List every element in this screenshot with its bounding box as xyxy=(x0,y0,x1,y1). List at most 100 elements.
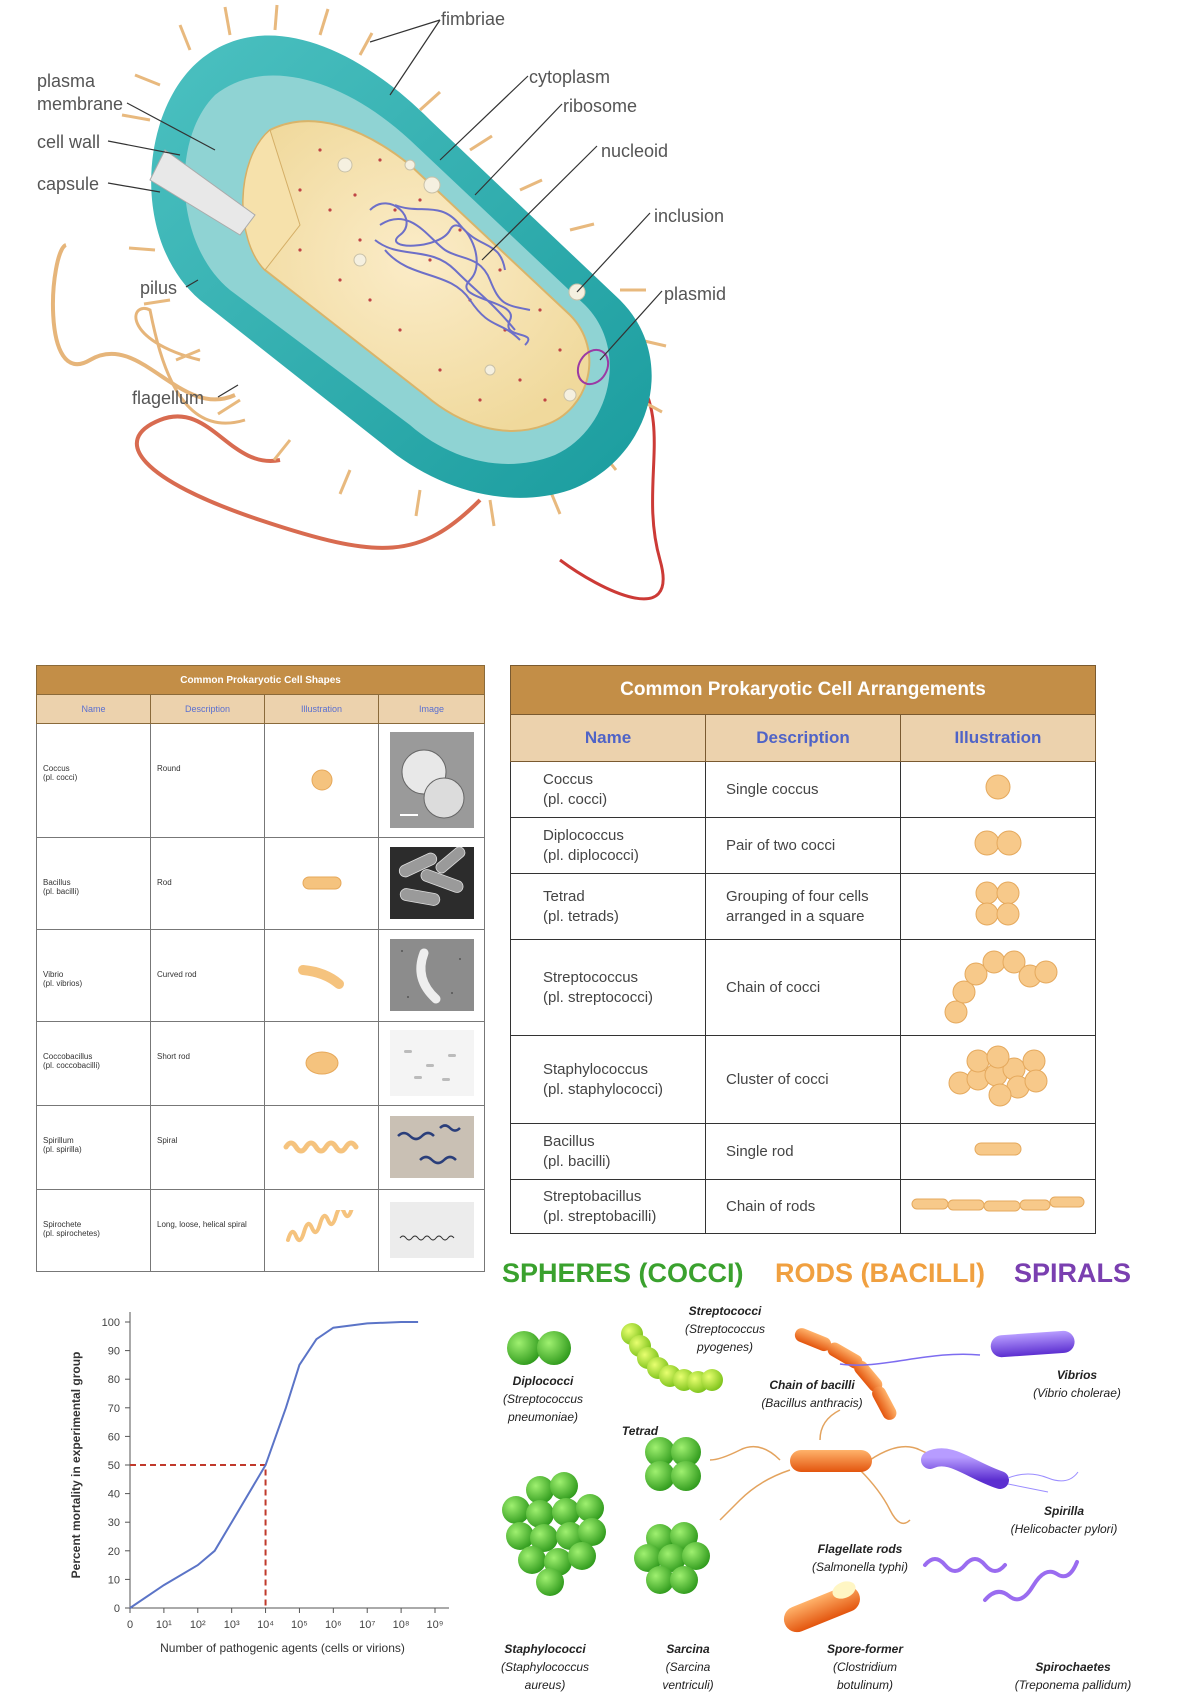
staphylococci-art xyxy=(502,1472,606,1596)
shape-name-cell: Coccus(pl. cocci) xyxy=(36,723,151,838)
shape-micrograph xyxy=(377,723,486,838)
y-tick-label: 100 xyxy=(102,1317,120,1329)
coccus-cell xyxy=(985,774,1011,799)
y-tick-label: 0 xyxy=(114,1603,120,1615)
fimbriae-spikes xyxy=(121,4,667,527)
flagellate-rods-species: (Salmonella typhi) xyxy=(811,1560,909,1574)
diplococci-art xyxy=(507,1331,571,1365)
header-cocci: SPHERES (COCCI) xyxy=(502,1258,744,1288)
arr-name: Bacillus xyxy=(543,1132,595,1150)
shape-desc-cell: Short rod xyxy=(150,1021,265,1106)
arr-illustration xyxy=(900,817,1096,874)
arrangements-table: Common Prokaryotic Cell Arrangements Nam… xyxy=(510,665,1096,1234)
arrangements-col-name: Name xyxy=(510,714,706,762)
mortality-curve xyxy=(129,1321,419,1609)
chart-y-axis-label: Percent mortality in experimental group xyxy=(69,1352,83,1579)
header-spirals: SPIRALS xyxy=(1014,1258,1132,1288)
spirilla-species: (Helicobacter pylori) xyxy=(1010,1522,1118,1536)
flagellum-strand xyxy=(559,379,665,601)
y-tick-label: 20 xyxy=(108,1546,120,1558)
label-flagellate-rods: Flagellate rods (Salmonella typhi) xyxy=(795,1540,925,1576)
spirochete-illustration xyxy=(285,1205,354,1242)
arr-plural: (pl. bacilli) xyxy=(543,1152,611,1170)
label-flagellum: flagellum xyxy=(132,388,205,408)
tetrad-name: Tetrad xyxy=(621,1424,659,1438)
arr-name-cell: Streptococcus(pl. streptococci) xyxy=(510,939,706,1036)
y-tick-label: 80 xyxy=(108,1374,120,1386)
arr-illustration xyxy=(900,1123,1096,1180)
table-row: Tetrad(pl. tetrads) Grouping of four cel… xyxy=(510,873,1096,940)
arr-illustration xyxy=(900,761,1096,818)
arr-plural: (pl. streptobacilli) xyxy=(543,1207,657,1225)
arr-desc-cell: Chain of cocci xyxy=(705,939,901,1036)
shape-desc-cell: Curved rod xyxy=(150,929,265,1022)
shape-desc-cell: Long, loose, helical spiral xyxy=(150,1189,265,1272)
label-sarcina: Sarcina(Sarcina ventriculi) xyxy=(648,1640,728,1694)
shape-name: Spirillum xyxy=(43,1136,74,1145)
arr-plural: (pl. staphylococci) xyxy=(543,1080,664,1098)
label-cell-wall: cell wall xyxy=(37,132,101,152)
spirochaetes-art xyxy=(923,1557,1079,1602)
arr-illustration xyxy=(900,939,1096,1036)
label-pilus: pilus xyxy=(140,278,178,298)
label-fimbriae: fimbriae xyxy=(441,9,506,29)
shape-plural: (pl. coccobacilli) xyxy=(43,1061,100,1070)
x-tick-label: 10⁷ xyxy=(359,1619,375,1631)
shapes-table: Common Prokaryotic Cell Shapes Name Desc… xyxy=(35,665,486,1272)
arr-name: Streptobacillus xyxy=(543,1187,642,1205)
shape-illustration xyxy=(264,837,379,930)
table-row: Coccus(pl. cocci) Single coccus xyxy=(510,761,1096,818)
x-tick-label: 0 xyxy=(127,1619,133,1631)
staphylococci-name: Staphylococci xyxy=(504,1642,586,1656)
arr-plural: (pl. tetrads) xyxy=(543,907,619,925)
flagellate-rod-art xyxy=(709,1409,951,1525)
arr-name-cell: Tetrad(pl. tetrads) xyxy=(510,873,706,940)
shape-desc-cell: Round xyxy=(150,723,265,838)
label-chain-of-bacilli: Chain of bacilli(Bacillus anthracis) xyxy=(752,1376,872,1412)
pilus-strand xyxy=(134,307,246,425)
coccus-illustration xyxy=(311,769,332,790)
arrangements-col-description: Description xyxy=(705,714,901,762)
staphylococci-species: (Staphylococcus aureus) xyxy=(500,1660,590,1692)
table-row: Spirillum(pl. spirilla) Spiral xyxy=(36,1105,486,1190)
arr-name: Coccus xyxy=(543,770,594,788)
shape-plural: (pl. bacilli) xyxy=(43,887,80,896)
label-spore-former: Spore-former(Clostridium botulinum) xyxy=(810,1640,920,1694)
chain-of-bacilli-species: (Bacillus anthracis) xyxy=(761,1396,863,1410)
x-tick-label: 10⁶ xyxy=(325,1619,342,1631)
shape-plural: (pl. spirochetes) xyxy=(43,1229,100,1238)
plasmid-ring xyxy=(576,348,610,386)
spore-former-species: (Clostridium botulinum) xyxy=(832,1660,897,1692)
arr-name: Staphylococcus xyxy=(543,1060,649,1078)
diplococci-species: (Streptococcus pneumoniae) xyxy=(502,1392,584,1424)
label-plasma-membrane-2: membrane xyxy=(37,94,124,114)
coccobacillus-illustration xyxy=(305,1051,338,1074)
y-tick-label: 90 xyxy=(108,1346,120,1358)
shape-name-cell: Coccobacillus(pl. coccobacilli) xyxy=(36,1021,151,1106)
spirochaetes-name: Spirochaetes xyxy=(1035,1660,1111,1674)
leader-lines xyxy=(107,19,663,398)
label-spirochaetes: Spirochaetes(Treponema pallidum) xyxy=(998,1658,1148,1694)
streptococci-species: (Streptococcus pyogenes) xyxy=(684,1322,766,1354)
arr-name: Diplococcus xyxy=(543,826,624,844)
spirilla-art xyxy=(921,1448,1079,1493)
flagellate-rods-name: Flagellate rods xyxy=(817,1542,903,1556)
shape-desc-cell: Spiral xyxy=(150,1105,265,1190)
shape-plural: (pl. cocci) xyxy=(43,773,78,782)
spirilla-name: Spirilla xyxy=(1043,1504,1084,1518)
shape-name: Coccobacillus xyxy=(43,1052,93,1061)
shape-desc-cell: Rod xyxy=(150,837,265,930)
label-nucleoid: nucleoid xyxy=(601,141,669,161)
x-tick-label: 10⁵ xyxy=(291,1619,308,1631)
spirillum-illustration xyxy=(283,1140,358,1153)
sarcina-name: Sarcina xyxy=(666,1642,710,1656)
shapes-col-illustration: Illustration xyxy=(264,694,379,724)
shape-plural: (pl. spirilla) xyxy=(43,1145,82,1154)
nucleoid-dna xyxy=(369,202,531,346)
table-row: Staphylococcus(pl. staphylococci) Cluste… xyxy=(510,1035,1096,1124)
shapes-col-name: Name xyxy=(36,694,151,724)
arr-desc-cell: Single coccus xyxy=(705,761,901,818)
shape-illustration xyxy=(264,1189,379,1272)
shape-name: Coccus xyxy=(43,764,70,773)
table-row: Vibrio(pl. vibrios) Curved rod xyxy=(36,929,486,1022)
